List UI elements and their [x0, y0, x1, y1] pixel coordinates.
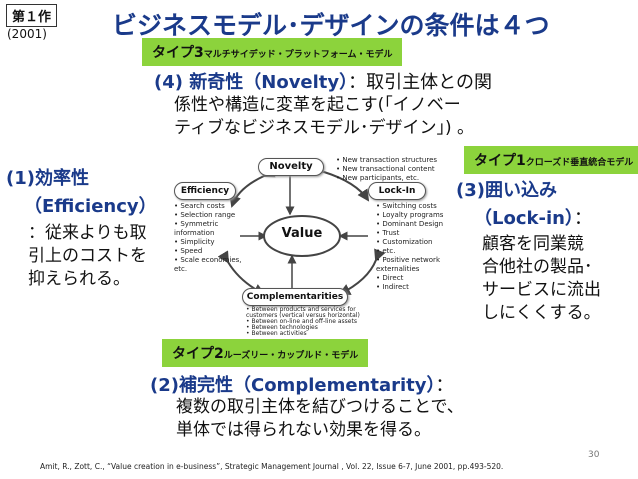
efficiency-name1: 効率性: [34, 168, 89, 189]
efficiency-item: • Scale economies,: [174, 256, 242, 264]
efficiency-item: etc.: [174, 265, 188, 273]
novelty-line3: ティブなビジネスモデル･デザイン」) 。: [174, 118, 475, 138]
efficiency-number: (1): [6, 168, 35, 189]
citation: Amit, R., Zott, C., “Value creation in e…: [40, 462, 504, 471]
lockin-line3: サービスに流出: [482, 280, 601, 300]
complementarity-heading: (2)補完性（Complementarity）：: [150, 371, 454, 397]
novelty-item: • New participants, etc.: [336, 174, 420, 182]
complementarities-box: Complementarities: [242, 288, 348, 306]
tag-type3: タイプ3マルチサイデッド・プラットフォーム・モデル: [142, 38, 403, 66]
complementarity-number: (2): [150, 375, 179, 396]
tag-type1-main: タイプ1: [474, 153, 526, 169]
lockin-item: • Dominant Design: [376, 220, 444, 228]
efficiency-items: • Search costs • Selection range • Symme…: [174, 202, 242, 274]
lockin-name2: （Lock-in）: [474, 208, 574, 229]
efficiency-item: • Simplicity: [174, 238, 215, 246]
complementarities-item: • Between on-line and off-line assets: [246, 318, 357, 325]
efficiency-name2: （Efficiency）: [24, 196, 157, 217]
lockin-item: • Direct: [376, 274, 404, 282]
novelty-heading: (4) 新奇性（Novelty）：取引主体との関: [154, 68, 492, 94]
complementarity-line1: 複数の取引主体を結びつけることで、: [176, 397, 464, 417]
efficiency-item: • Speed: [174, 247, 203, 255]
lockin-item: • Positive network: [376, 256, 440, 264]
efficiency-item: • Selection range: [174, 211, 236, 219]
complementarity-desc: 複数の取引主体を結びつけることで、 単体では得られない効果を得る。: [176, 396, 464, 442]
slide-badge: 第１作: [6, 4, 58, 27]
lockin-sep: ：: [573, 208, 592, 229]
lockin-number: (3): [456, 180, 485, 201]
novelty-items: • New transaction structures • New trans…: [336, 156, 437, 183]
value-diagram: Value Novelty • New transaction structur…: [172, 148, 452, 337]
lockin-item: externalities: [376, 265, 420, 273]
efficiency-line3: 抑えられる。: [28, 269, 130, 289]
complementarities-item: customers (vertical versus horizontal): [246, 312, 360, 319]
tag-type1: タイプ1クローズド垂直統合モデル: [464, 146, 638, 174]
tag-type2: タイプ2ルーズリー・カップルド・モデル: [162, 339, 369, 367]
lockin-item: • etc.: [376, 247, 396, 255]
efficiency-item: information: [174, 229, 215, 237]
tag-type2-sub: ルーズリー・カップルド・モデル: [223, 351, 359, 361]
novelty-sep: ：: [348, 72, 367, 93]
slide-year: (2001): [7, 27, 47, 41]
complementarity-sep: ：: [435, 375, 454, 396]
complementarities-item: • Between products and services for: [246, 306, 356, 313]
novelty-name: 新奇性（Novelty）: [189, 72, 349, 93]
lockin-line2: 合他社の製品･: [482, 257, 593, 277]
lockin-item: • Switching costs: [376, 202, 437, 210]
efficiency-item: • Search costs: [174, 202, 225, 210]
tag-type3-main: タイプ3: [152, 45, 204, 61]
lockin-line1: 顧客を同業競: [482, 234, 584, 254]
novelty-line2: 係性や構造に変革を起こす(「イノベー: [174, 95, 461, 115]
lockin-item: • Trust: [376, 229, 400, 237]
tag-type2-main: タイプ2: [172, 346, 224, 362]
efficiency-line1: ：従来よりも取: [28, 223, 147, 243]
lockin-item: • Indirect: [376, 283, 409, 291]
complementarity-line2: 単体では得られない効果を得る。: [176, 420, 431, 440]
efficiency-box: Efficiency: [174, 182, 236, 200]
slide-title: ビジネスモデル･デザインの条件は４つ: [112, 11, 550, 40]
complementarity-name: 補完性（Complementarity）: [178, 375, 436, 396]
lockin-line4: しにくくする。: [482, 303, 601, 323]
efficiency-block: (1)効率性 （Efficiency） ：従来よりも取 引上のコストを 抑えられ…: [6, 164, 157, 291]
novelty-desc: 係性や構造に変革を起こす(「イノベー ティブなビジネスモデル･デザイン」) 。: [174, 94, 474, 140]
value-ellipse: [263, 215, 341, 257]
complementarities-item: • Between technologies: [246, 324, 318, 331]
value-label: Value: [281, 226, 323, 241]
novelty-line1: 取引主体との関: [366, 72, 492, 93]
novelty-item: • New transaction structures: [336, 156, 438, 164]
efficiency-line2: 引上のコストを: [28, 246, 147, 266]
lockin-item: • Loyalty programs: [376, 211, 444, 219]
lockin-items: • Switching costs • Loyalty programs • D…: [376, 202, 443, 292]
tag-type1-sub: クローズド垂直統合モデル: [525, 158, 634, 168]
lockin-item: • Customization: [376, 238, 433, 246]
page-number: 30: [588, 450, 600, 460]
efficiency-item: • Symmetric: [174, 220, 219, 228]
lockin-block: (3)囲い込み （Lock-in）： 顧客を同業競 合他社の製品･ サービスに流…: [456, 176, 601, 325]
diagram-arrows: [217, 163, 386, 295]
novelty-box: Novelty: [258, 158, 324, 176]
tag-type3-sub: マルチサイデッド・プラットフォーム・モデル: [203, 50, 393, 60]
lockin-box: Lock-In: [368, 182, 426, 200]
complementarities-items: • Between products and services for cust…: [246, 307, 360, 337]
novelty-item: • New transactional content: [336, 165, 435, 173]
novelty-number: (4): [154, 72, 183, 93]
complementarities-item: • Between activities: [246, 330, 307, 337]
lockin-name1: 囲い込み: [484, 180, 557, 201]
